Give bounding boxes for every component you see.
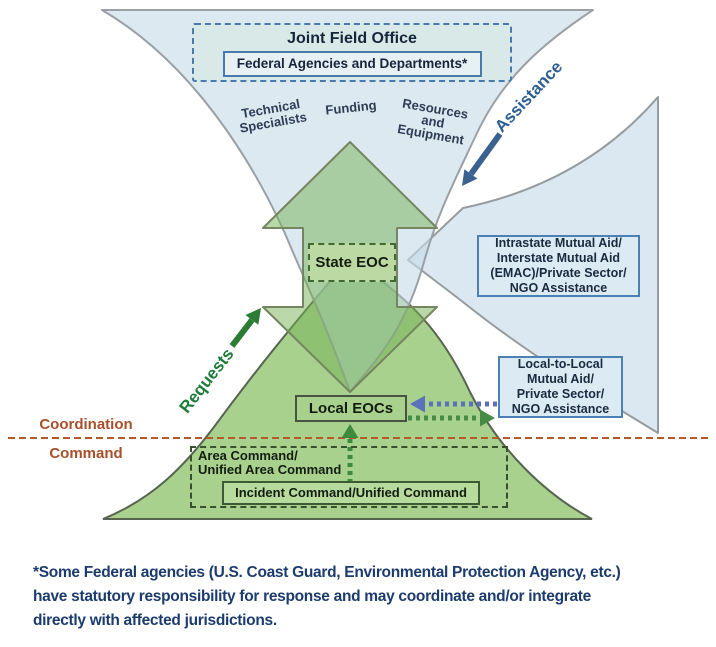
local-eoc-request-dotted-arrowhead-icon — [480, 409, 495, 427]
local-mutual-aid-dotted-arrowhead-icon — [410, 395, 425, 413]
local-eocs-box: Local EOCs — [295, 395, 407, 422]
joint-field-office-title: Joint Field Office — [287, 30, 417, 47]
area-command-label: Area Command/ Unified Area Command — [198, 448, 342, 477]
coordination-label: Coordination — [39, 416, 133, 433]
assistance-arrowhead-icon — [462, 169, 478, 186]
intrastate-mutual-aid-box: Intrastate Mutual Aid/ Interstate Mutual… — [477, 235, 640, 297]
area-command-box — [190, 446, 508, 508]
incident-to-eoc-dotted-arrowhead-icon — [341, 424, 359, 438]
local-to-local-mutual-aid-box: Local-to-Local Mutual Aid/ Private Secto… — [498, 356, 623, 418]
assistance-arrow — [468, 132, 503, 176]
footnote-text: *Some Federal agencies (U.S. Coast Guard… — [33, 564, 621, 629]
joint-field-office-box: Joint Field Office Federal Agencies and … — [192, 23, 512, 82]
state-eoc-box: State EOC — [308, 243, 396, 282]
requests-arrowhead-icon — [245, 308, 261, 325]
incident-command-box: Incident Command/Unified Command — [222, 481, 480, 505]
federal-agencies-box: Federal Agencies and Departments* — [222, 51, 482, 77]
command-label: Command — [49, 445, 123, 462]
requests-arrow — [229, 318, 255, 348]
